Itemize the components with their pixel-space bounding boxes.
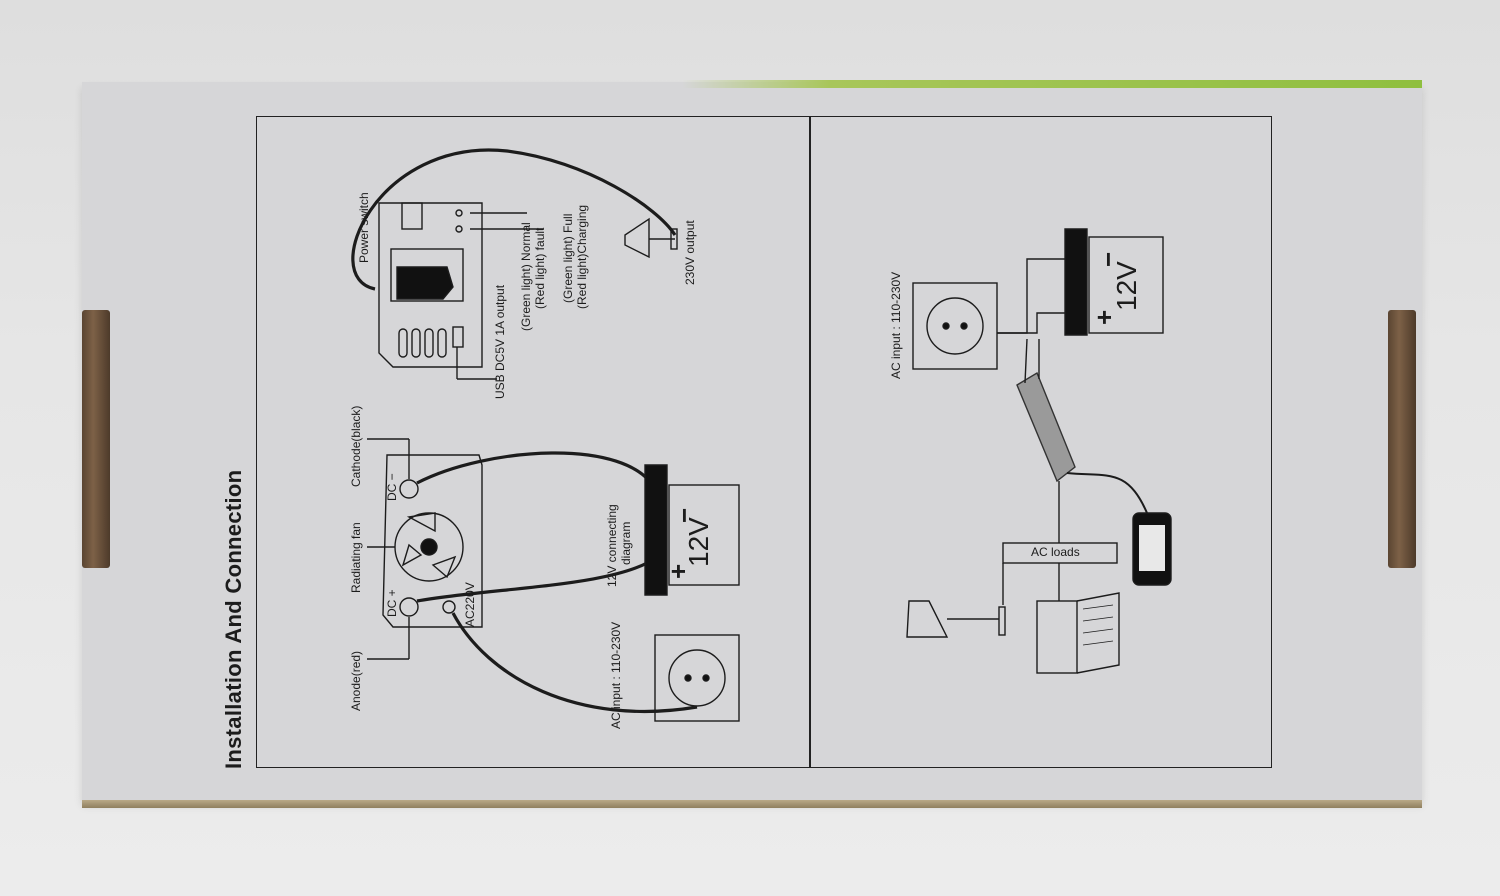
ac220-socket — [442, 600, 456, 614]
inverter-dc-body — [382, 454, 483, 628]
label-plus-right: + — [1089, 309, 1119, 325]
usb-port — [452, 326, 464, 348]
label-cathode: Cathode(black) — [349, 405, 363, 487]
label-dc-minus: DC − — [385, 473, 399, 501]
label-red-fault: (Red light) fault — [533, 227, 547, 309]
green-accent-strip — [682, 80, 1422, 88]
label-230v-output: 230V output — [683, 220, 697, 285]
outlet-socket — [390, 248, 464, 302]
label-green-full: (Green light) Full — [561, 213, 575, 303]
label-connecting: 12V connecting — [605, 504, 619, 587]
lamp-top — [624, 217, 650, 259]
label-minus-left: − — [669, 507, 699, 523]
black-cable — [416, 451, 657, 490]
label-green-normal: (Green light) Normal — [519, 222, 533, 331]
cardboard-edge — [82, 800, 1422, 808]
label-battery-right: 12V — [1111, 261, 1142, 311]
instruction-panel: Installation And Connection Power switch… — [221, 116, 1272, 769]
label-plus-left: + — [663, 563, 693, 579]
wall-outlet-left — [654, 634, 740, 722]
label-red-charging: (Red light)Charging — [575, 204, 589, 309]
dc-plus-terminal — [399, 597, 419, 617]
battery-terminals-right — [1064, 228, 1088, 336]
battery-12v-right — [1088, 236, 1164, 334]
laptop — [1036, 600, 1078, 674]
inverter-top-body — [378, 202, 483, 368]
wall-outlet-right — [912, 282, 998, 370]
right-hand-hole — [1388, 310, 1416, 568]
ac-cable — [451, 612, 698, 714]
ac-loads-box — [1002, 542, 1118, 564]
dc-minus-terminal — [399, 479, 419, 499]
label-anode: Anode(red) — [349, 650, 363, 711]
battery-terminals-left — [644, 464, 668, 596]
power-switch — [401, 202, 423, 230]
label-minus-right: − — [1093, 251, 1123, 267]
vent-slots — [398, 328, 447, 358]
radiating-fan — [394, 512, 464, 582]
label-radiating-fan: Radiating fan — [349, 522, 363, 593]
indicator-led-2 — [455, 225, 463, 233]
label-dc-plus: DC + — [385, 589, 399, 617]
label-ac-input-right: AC input : 110-230V — [889, 271, 903, 379]
label-battery-left: 12V — [683, 517, 714, 567]
product-box-side: Installation And Connection Power switch… — [82, 80, 1422, 808]
left-hand-hole — [82, 310, 110, 568]
indicator-led-1 — [455, 209, 463, 217]
section-title: Installation And Connection — [221, 469, 246, 769]
plug — [396, 266, 454, 300]
label-usb-output: USB DC5V 1A output — [493, 284, 507, 399]
power-cord — [351, 148, 677, 291]
label-ac-loads: AC loads — [1031, 545, 1080, 559]
inverter-right — [1016, 371, 1076, 483]
label-ac220: AC220V — [463, 582, 477, 627]
battery-12v-left — [668, 484, 740, 586]
wiring-illustration — [351, 148, 1172, 722]
label-ac-input-left: AC input : 110-230V — [609, 621, 623, 729]
lamp-right — [906, 600, 949, 638]
label-diagram: diagram — [619, 521, 633, 565]
red-cable — [416, 555, 658, 603]
phone-cable — [1066, 472, 1148, 514]
panel-divider — [809, 117, 811, 767]
label-power-switch: Power switch — [357, 192, 371, 263]
